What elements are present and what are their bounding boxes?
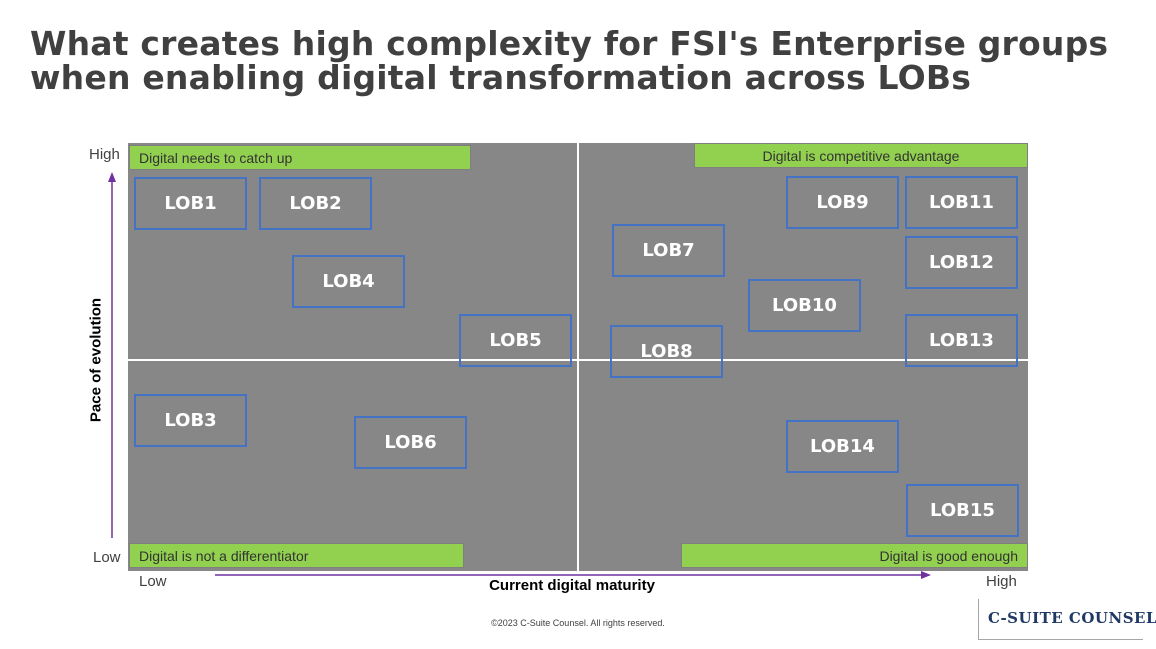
x-axis-title: Current digital maturity [489,577,655,594]
slide-title: What creates high complexity for FSI's E… [30,27,1140,95]
lob-box-1: LOB1 [134,177,247,230]
lob-box-2: LOB2 [259,177,372,230]
y-axis-title: Pace of evolution [87,297,105,423]
y-axis-high-label: High [89,146,120,163]
lob-box-14: LOB14 [786,420,899,473]
title-line-2: when enabling digital transformation acr… [30,58,972,97]
lob-box-8: LOB8 [610,325,723,378]
lob-box-3: LOB3 [134,394,247,447]
logo-text: C-SUITE COUNSEL [988,609,1156,627]
y-axis-arrow [108,172,116,538]
lob-box-4: LOB4 [292,255,405,308]
quadrant-label-bottom-left: Digital is not a differentiator [129,543,464,568]
x-axis-high-label: High [986,573,1017,590]
matrix-horizontal-divider [128,359,1028,361]
x-axis-arrow [215,571,931,579]
quadrant-label-bottom-right: Digital is good enough [681,543,1028,568]
lob-box-7: LOB7 [612,224,725,277]
lob-box-15: LOB15 [906,484,1019,537]
lob-box-10: LOB10 [748,279,861,332]
lob-box-12: LOB12 [905,236,1018,289]
lob-box-9: LOB9 [786,176,899,229]
x-axis-low-label: Low [139,573,167,590]
lob-box-13: LOB13 [905,314,1018,367]
lob-box-5: LOB5 [459,314,572,367]
lob-box-6: LOB6 [354,416,467,469]
copyright-notice: ©2023 C-Suite Counsel. All rights reserv… [491,618,665,628]
title-line-1: What creates high complexity for FSI's E… [30,24,1109,63]
quadrant-label-top-left: Digital needs to catch up [129,145,471,170]
company-logo: C-SUITE COUNSEL [978,599,1156,640]
lob-box-11: LOB11 [905,176,1018,229]
quadrant-label-top-right: Digital is competitive advantage [694,143,1028,168]
y-axis-low-label: Low [93,549,121,566]
matrix-vertical-divider [577,143,579,571]
